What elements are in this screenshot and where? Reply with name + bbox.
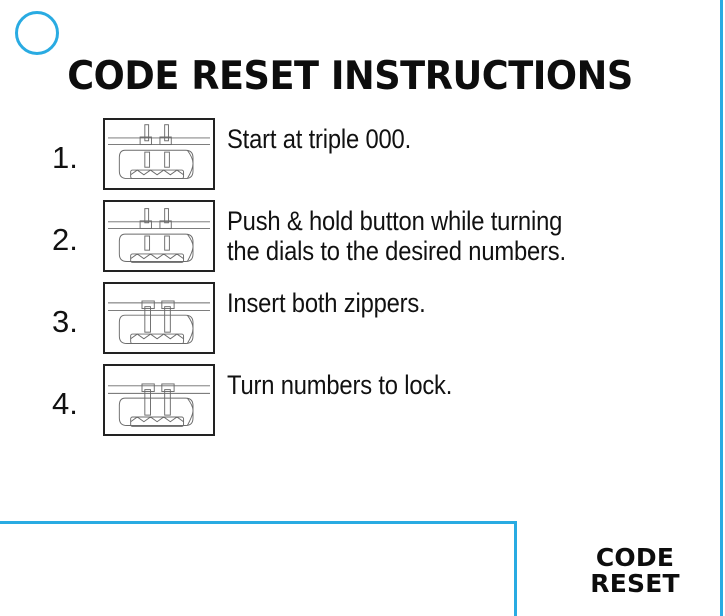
tag-hole-circle-icon bbox=[15, 11, 59, 55]
instruction-step: 1. bbox=[0, 118, 700, 200]
step-text: Push & hold button while turning the dia… bbox=[227, 206, 566, 267]
lock-diagram-turn-numbers bbox=[103, 364, 215, 436]
step-number: 2. bbox=[52, 222, 78, 257]
brand-line-1: CODE bbox=[595, 543, 675, 572]
step-text: Turn numbers to lock. bbox=[227, 370, 453, 400]
brand-logo: CODE RESET bbox=[560, 545, 710, 596]
frame-border-right bbox=[720, 0, 723, 616]
brand-line-2: RESET bbox=[590, 568, 680, 598]
step-number: 1. bbox=[52, 140, 78, 175]
lock-diagram-zippers-inserted bbox=[103, 282, 215, 354]
frame-border-bottom-vertical bbox=[514, 521, 517, 616]
step-number: 4. bbox=[52, 386, 78, 421]
frame-border-bottom-horizontal bbox=[0, 521, 517, 524]
step-text: Insert both zippers. bbox=[227, 288, 426, 318]
step-number: 3. bbox=[52, 304, 78, 339]
step-text: Start at triple 000. bbox=[227, 124, 412, 154]
lock-diagram-push-button bbox=[103, 200, 215, 272]
page-title: CODE RESET INSTRUCTIONS bbox=[67, 54, 633, 99]
instruction-step: 2. bbox=[0, 200, 700, 282]
lock-diagram-zippers-out bbox=[103, 118, 215, 190]
instruction-step: 3. Insert bbox=[0, 282, 700, 364]
instruction-step-list: 1. bbox=[0, 118, 700, 446]
instruction-step: 4. Turn nu bbox=[0, 364, 700, 446]
